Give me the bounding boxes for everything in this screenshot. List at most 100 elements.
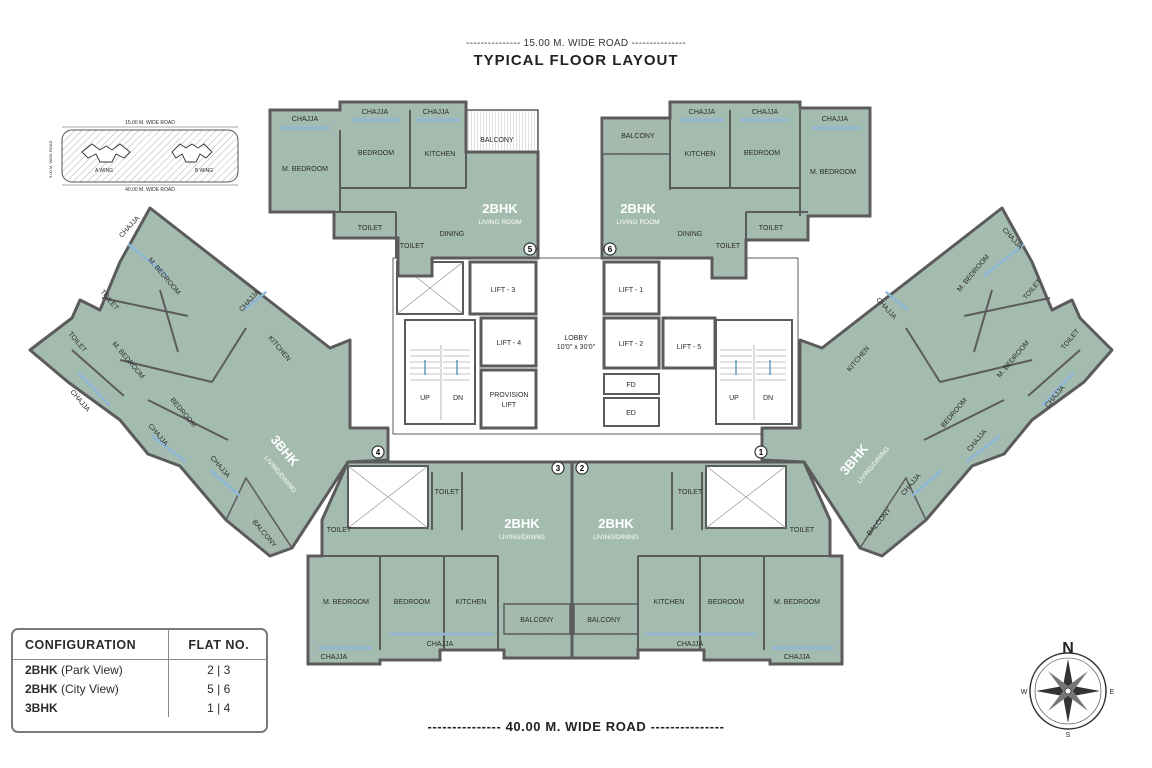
provision-lift-label-2: LIFT xyxy=(502,402,517,409)
flat-5-chajja-2: CHAJJA xyxy=(362,109,389,116)
flat-5-number: 5 xyxy=(528,245,533,254)
flat-5-balcony: BALCONY xyxy=(480,137,514,144)
config-type: 2BHK xyxy=(25,682,58,696)
flat-5-toilet-1: TOILET xyxy=(358,225,383,232)
flat-2-m-bedroom: M. BEDROOM xyxy=(774,599,820,606)
right-stair-up: UP xyxy=(729,395,739,402)
flat-1: CHAJJA M. BEDROOM TOILET TOILET M. BEDRO… xyxy=(754,206,1114,558)
flat-5-chajja-3: CHAJJA xyxy=(423,109,450,116)
flat-6-kitchen: KITCHEN xyxy=(685,151,716,158)
flat-3-toilet-1: TOILET xyxy=(327,527,352,534)
central-core: UP DN LIFT - 3 LIFT - 4 PROVISION LIFT L… xyxy=(392,257,799,435)
flat-3-kitchen: KITCHEN xyxy=(456,599,487,606)
flat-3-living: LIVING/DINING xyxy=(499,534,545,541)
flat-6-type: 2BHK xyxy=(620,201,656,216)
config-flats: 2 | 3 xyxy=(168,659,266,679)
flat-6-chajja-2: CHAJJA xyxy=(752,109,779,116)
flat-6-living: LIVING ROOM xyxy=(616,219,659,226)
flat-4: CHAJJA M. BEDROOM TOILET TOILET M. BEDRO… xyxy=(28,206,390,558)
compass: N S E W xyxy=(1021,640,1115,739)
flat-3-chajja-1: CHAJJA xyxy=(321,654,348,661)
lobby-label: LOBBY xyxy=(564,335,588,342)
key-plan-side-road: 9.00 M. WIDE ROAD xyxy=(48,140,53,178)
flat-6-bedroom: BEDROOM xyxy=(744,150,780,157)
config-type: 3BHK xyxy=(25,701,58,715)
flat-6-number: 6 xyxy=(608,245,613,254)
configuration-table: CONFIGURATION FLAT NO. 2BHK (Park View) … xyxy=(11,628,268,733)
flat-5-m-bedroom: M. BEDROOM xyxy=(282,166,328,173)
flat-6-toilet-1: TOILET xyxy=(716,243,741,250)
flat-3-number: 3 xyxy=(556,464,561,473)
flat-2-toilet-1: TOILET xyxy=(678,489,703,496)
compass-south: S xyxy=(1066,732,1071,739)
flat-5-bedroom: BEDROOM xyxy=(358,150,394,157)
flat-4-number: 4 xyxy=(376,448,381,457)
table-row: 2BHK (Park View) 2 | 3 xyxy=(13,659,266,679)
flat-2-kitchen: KITCHEN xyxy=(654,599,685,606)
fd-label: FD xyxy=(626,382,635,389)
flat-3-type: 2BHK xyxy=(504,516,540,531)
flat-2-bedroom: BEDROOM xyxy=(708,599,744,606)
lobby-size: 10'0" x 30'0" xyxy=(557,344,596,351)
flat-5-type: 2BHK xyxy=(482,201,518,216)
flat-2-chajja-1: CHAJJA xyxy=(677,641,704,648)
compass-east: E xyxy=(1110,689,1115,696)
left-stair-down: DN xyxy=(453,395,463,402)
key-plan-top-road: 15.00 M. WIDE ROAD xyxy=(125,120,175,126)
flat-3: M. BEDROOM BEDROOM KITCHEN TOILET TOILET… xyxy=(306,460,574,666)
flat-3-bedroom: BEDROOM xyxy=(394,599,430,606)
flat-2-type: 2BHK xyxy=(598,516,634,531)
flat-6-toilet-2: TOILET xyxy=(759,225,784,232)
config-detail: (Park View) xyxy=(57,663,123,677)
flat-6: BALCONY CHAJJA CHAJJA CHAJJA KITCHEN BED… xyxy=(600,100,872,280)
flat-5-chajja-1: CHAJJA xyxy=(292,116,319,123)
page-title: TYPICAL FLOOR LAYOUT xyxy=(473,52,679,69)
flat-6-dining: DINING xyxy=(678,231,703,238)
flat-1-number: 1 xyxy=(759,448,764,457)
lift-5-label: LIFT - 5 xyxy=(677,344,701,351)
flat-5-living: LIVING ROOM xyxy=(478,219,521,226)
flat-5-kitchen: KITCHEN xyxy=(425,151,456,158)
compass-rose-icon xyxy=(1036,659,1100,723)
key-plan-bottom-road: 40.00 M. WIDE ROAD xyxy=(125,187,175,193)
key-plan-site xyxy=(61,129,239,183)
flat-2-toilet-2: TOILET xyxy=(790,527,815,534)
flat-5-dining: DINING xyxy=(440,231,465,238)
provision-lift-label-1: PROVISION xyxy=(490,392,529,399)
flat-6-m-bedroom: M. BEDROOM xyxy=(810,169,856,176)
flat-6-chajja-1: CHAJJA xyxy=(689,109,716,116)
flat-2: BALCONY KITCHEN BEDROOM M. BEDROOM TOILE… xyxy=(570,460,844,666)
compass-west: W xyxy=(1021,689,1028,696)
key-plan-a-wing: A WING xyxy=(95,168,113,174)
lift-1-label: LIFT - 1 xyxy=(619,287,643,294)
config-header: CONFIGURATION xyxy=(13,630,169,660)
flat-3-toilet-2: TOILET xyxy=(435,489,460,496)
config-flats: 5 | 6 xyxy=(168,679,266,698)
compass-north: N xyxy=(1062,640,1074,657)
flat-5-toilet-2: TOILET xyxy=(400,243,425,250)
flat-3-m-bedroom: M. BEDROOM xyxy=(323,599,369,606)
config-type: 2BHK xyxy=(25,663,58,677)
flat-2-chajja-2: CHAJJA xyxy=(784,654,811,661)
lift-2-label: LIFT - 2 xyxy=(619,341,643,348)
lift-3-label: LIFT - 3 xyxy=(491,287,515,294)
flat-2-balcony: BALCONY xyxy=(587,617,621,624)
key-plan-b-wing: B WING xyxy=(195,168,213,174)
config-detail: (City View) xyxy=(57,682,119,696)
flat-3-balcony: BALCONY xyxy=(520,617,554,624)
flat-3-chajja-2: CHAJJA xyxy=(427,641,454,648)
flat-2-number: 2 xyxy=(580,464,585,473)
flat-6-balcony: BALCONY xyxy=(621,133,655,140)
bottom-road-label: --------------- 40.00 M. WIDE ROAD -----… xyxy=(427,719,725,734)
flat-2-living: LIVING/DINING xyxy=(593,534,639,541)
config-flats: 1 | 4 xyxy=(168,698,266,717)
ed-label: ED xyxy=(626,410,636,417)
table-row: 3BHK 1 | 4 xyxy=(13,698,266,717)
top-road-label: --------------- 15.00 M. WIDE ROAD -----… xyxy=(466,38,686,49)
right-stair-down: DN xyxy=(763,395,773,402)
key-plan: 15.00 M. WIDE ROAD A WING B WING 40.00 M… xyxy=(48,120,239,193)
flat-6-chajja-3: CHAJJA xyxy=(822,116,849,123)
flat-5: CHAJJA CHAJJA CHAJJA BALCONY M. BEDROOM … xyxy=(268,100,540,278)
table-row: 2BHK (City View) 5 | 6 xyxy=(13,679,266,698)
